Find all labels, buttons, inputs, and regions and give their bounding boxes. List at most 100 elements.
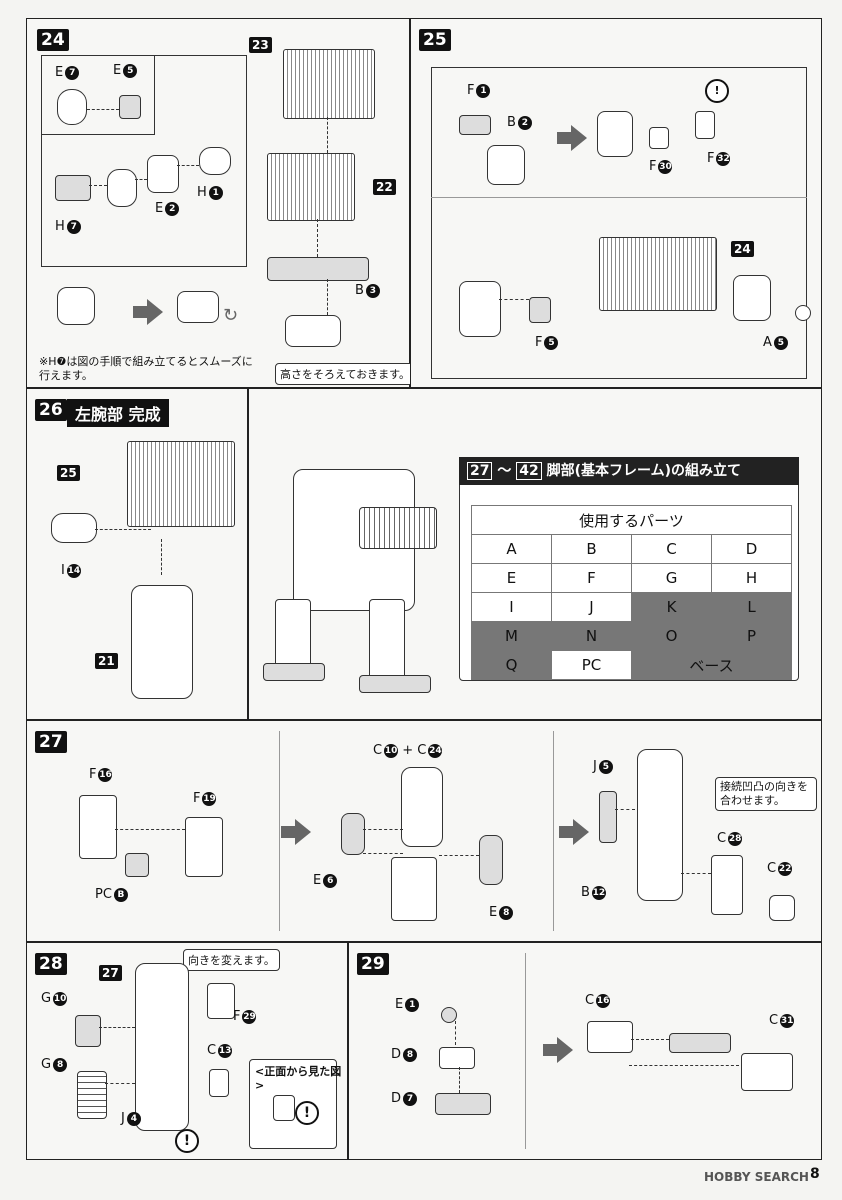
part-d8 <box>439 1047 475 1069</box>
step-number: 25 <box>419 29 451 51</box>
part-23-tag: 23 <box>249 37 272 53</box>
part-b2-assembled <box>597 111 633 157</box>
part-c13 <box>209 1069 229 1097</box>
part-c28 <box>711 855 743 915</box>
arrow-right <box>133 299 163 325</box>
mecha-leg-left <box>275 599 311 671</box>
table-row: Q PC ベース <box>471 650 792 680</box>
part-e6 <box>341 813 365 855</box>
part-c16 <box>587 1021 633 1053</box>
legs-title-sep: ～ <box>497 463 512 479</box>
part-b2 <box>487 145 525 185</box>
step-number: 28 <box>35 953 67 975</box>
part-f1 <box>459 115 491 135</box>
arrow-right <box>281 819 311 845</box>
mecha-foot-left <box>263 663 325 681</box>
part-e8 <box>479 835 503 885</box>
assembly-note: ※H❼は図の手順で組み立てるとスムーズに行えます。 <box>39 355 253 382</box>
part-25-tag: 25 <box>57 465 80 481</box>
assembly-arrow <box>99 1027 135 1028</box>
assembly-arrow <box>115 829 185 830</box>
substep-box-inner <box>41 55 155 135</box>
table-cell: L <box>711 592 792 622</box>
table-cell: B <box>551 534 632 564</box>
legs-title-from: 27 <box>467 462 493 480</box>
attention-icon: ! <box>295 1101 319 1125</box>
assembly-arrow <box>363 829 403 830</box>
assembly-arrow <box>135 179 147 180</box>
table-cell: C <box>631 534 712 564</box>
assembly-arrow <box>459 1067 460 1093</box>
table-cell: K <box>631 592 712 622</box>
part-c31 <box>741 1053 793 1091</box>
divider <box>279 731 280 931</box>
part-25-box <box>127 441 235 527</box>
assembly-arrow <box>363 853 403 854</box>
part-c10-c24 <box>401 767 443 847</box>
table-cell: J <box>551 592 632 622</box>
assembly-arrow <box>177 165 199 166</box>
part-27-tag: 27 <box>99 965 122 981</box>
part-21-tag: 21 <box>95 653 118 669</box>
part-arm-left <box>459 281 501 337</box>
assembly-arrow <box>499 299 529 300</box>
attention-icon: ! <box>705 79 729 103</box>
divider <box>431 197 807 198</box>
part-joint-step-a <box>57 287 95 325</box>
divider <box>553 731 554 931</box>
assembly-arrow <box>629 1065 739 1066</box>
part-f5 <box>529 297 551 323</box>
part-e2 <box>147 155 179 193</box>
part-small-joint <box>119 95 141 119</box>
mecha-arm-cannon <box>359 507 437 549</box>
page-number: 8 <box>810 1166 820 1182</box>
part-j5 <box>599 791 617 843</box>
assembly-arrow <box>87 109 119 110</box>
table-cell: O <box>631 621 712 651</box>
part-a5 <box>795 305 811 321</box>
part-23-box <box>283 49 375 119</box>
part-f29 <box>207 983 235 1019</box>
part-lower-frame <box>391 857 437 921</box>
front-view-box <box>249 1059 337 1149</box>
arrow-right <box>543 1037 573 1063</box>
part-f16 <box>79 795 117 859</box>
alignment-callout: 接続凹凸の向きを合わせます。 <box>715 777 817 811</box>
assembly-arrow <box>89 185 107 186</box>
step-25-inner <box>431 67 807 379</box>
part-g10 <box>75 1015 101 1047</box>
legs-title-to: 42 <box>516 462 542 480</box>
table-cell: I <box>471 592 552 622</box>
parts-table-header: 使用するパーツ <box>471 505 792 535</box>
front-view-part <box>273 1095 295 1121</box>
part-d7 <box>435 1093 491 1115</box>
table-row: E F G H <box>471 563 792 593</box>
step-26-title: 左腕部 完成 <box>67 399 169 427</box>
step-number: 26 <box>35 399 67 421</box>
part-g8 <box>77 1071 107 1119</box>
part-f32 <box>695 111 715 139</box>
